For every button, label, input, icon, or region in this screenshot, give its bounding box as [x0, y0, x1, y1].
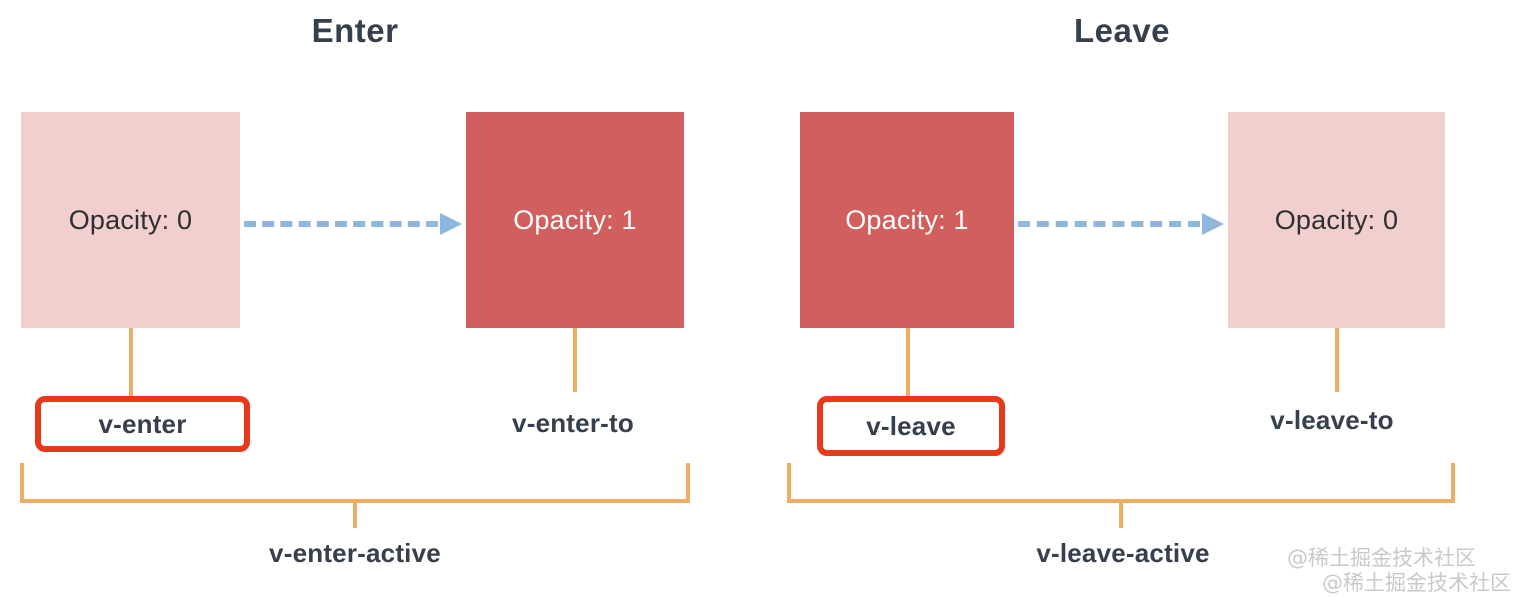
leave-to-box-label: Opacity: 0 — [1274, 204, 1399, 235]
leave-from-box: Opacity: 1 — [800, 112, 1014, 328]
leave-active-bracket — [787, 463, 1455, 503]
section-title-leave: Leave — [1073, 12, 1171, 49]
leave-from-box-label: Opacity: 1 — [845, 204, 969, 235]
class-label-v-leave-to: v-leave-to — [1270, 405, 1394, 435]
leave-active-bracket-stem — [1119, 499, 1123, 528]
watermark-line-2: @稀土掘金技术社区 — [1322, 571, 1511, 595]
class-label-v-enter: v-enter — [98, 408, 187, 439]
dashed-line-icon — [244, 221, 438, 227]
highlight-box-v-leave[interactable]: v-leave — [817, 396, 1005, 456]
enter-from-connector — [129, 328, 133, 396]
leave-transition-arrow — [1018, 213, 1224, 235]
enter-to-box: Opacity: 1 — [466, 112, 684, 328]
dashed-line-icon — [1018, 221, 1200, 227]
enter-from-box-label: Opacity: 0 — [68, 204, 193, 235]
leave-to-connector — [1335, 328, 1339, 392]
leave-to-box: Opacity: 0 — [1228, 112, 1445, 328]
enter-to-connector — [573, 328, 577, 392]
enter-from-box: Opacity: 0 — [21, 112, 240, 328]
arrow-head-icon — [440, 213, 462, 235]
class-label-v-enter-to: v-enter-to — [512, 408, 634, 438]
watermark-line-1: @稀土掘金技术社区 — [1287, 546, 1476, 570]
enter-transition-arrow — [244, 213, 462, 235]
arrow-head-icon — [1202, 213, 1224, 235]
class-label-v-leave: v-leave — [866, 410, 956, 441]
leave-from-connector — [906, 328, 910, 396]
section-title-enter: Enter — [311, 12, 399, 49]
class-label-v-leave-active: v-leave-active — [1036, 538, 1210, 568]
highlight-box-v-enter[interactable]: v-enter — [35, 396, 250, 452]
enter-active-bracket — [20, 463, 690, 503]
enter-to-box-label: Opacity: 1 — [513, 204, 637, 235]
enter-active-bracket-stem — [353, 499, 357, 528]
class-label-v-enter-active: v-enter-active — [269, 538, 441, 568]
